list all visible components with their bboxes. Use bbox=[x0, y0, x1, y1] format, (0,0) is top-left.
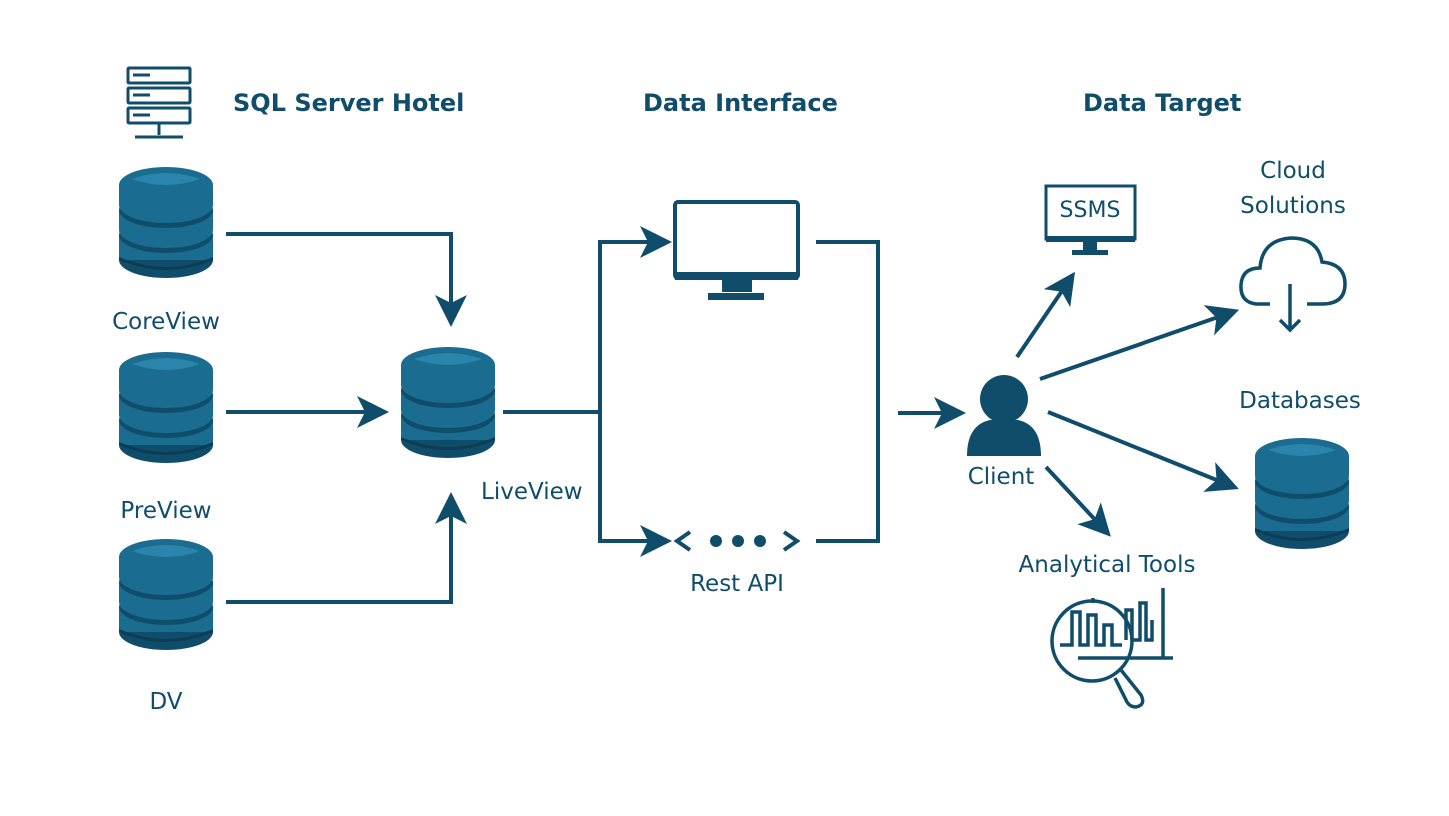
api-code-icon bbox=[673, 530, 801, 552]
label-ssms: SSMS bbox=[1059, 198, 1121, 223]
dv-database-icon bbox=[119, 539, 213, 650]
heading-data-interface: Data Interface bbox=[643, 89, 838, 117]
label-analytical-tools: Analytical Tools bbox=[1018, 552, 1196, 578]
coreview-connector bbox=[226, 232, 467, 327]
client-to-analytics-connector bbox=[1044, 465, 1111, 537]
label-preview: PreView bbox=[120, 498, 212, 524]
liveview-database-icon bbox=[401, 347, 495, 458]
label-client: Client bbox=[967, 464, 1035, 490]
api-branch-connector bbox=[598, 412, 672, 557]
label-databases: Databases bbox=[1239, 388, 1361, 414]
coreview-database-icon bbox=[119, 167, 213, 278]
client-to-databases-connector bbox=[1047, 410, 1239, 492]
analytics-magnifier-icon bbox=[1050, 588, 1173, 709]
monitor-branch-connector bbox=[598, 226, 672, 412]
target-database-icon bbox=[1255, 438, 1349, 549]
label-cloud-solutions: Solutions bbox=[1240, 193, 1346, 219]
label-cloud: Cloud bbox=[1260, 158, 1326, 184]
server-rack-icon bbox=[126, 66, 192, 139]
monitor-out-connector bbox=[816, 240, 880, 543]
label-rest-api: Rest API bbox=[690, 571, 784, 597]
client-to-ssms-connector bbox=[1015, 271, 1076, 359]
preview-database-icon bbox=[119, 352, 213, 463]
label-dv: DV bbox=[149, 689, 183, 715]
ssms-monitor-icon bbox=[1044, 184, 1137, 255]
client-to-cloud-connector bbox=[1039, 305, 1240, 381]
heading-data-target: Data Target bbox=[1083, 89, 1242, 117]
label-coreview: CoreView bbox=[112, 309, 220, 335]
cloud-download-icon bbox=[1239, 236, 1347, 333]
label-liveview: LiveView bbox=[481, 479, 583, 505]
dv-connector bbox=[226, 492, 467, 604]
heading-sql-server-hotel: SQL Server Hotel bbox=[233, 89, 465, 117]
client-user-icon bbox=[967, 375, 1041, 456]
monitor-icon bbox=[673, 200, 800, 300]
